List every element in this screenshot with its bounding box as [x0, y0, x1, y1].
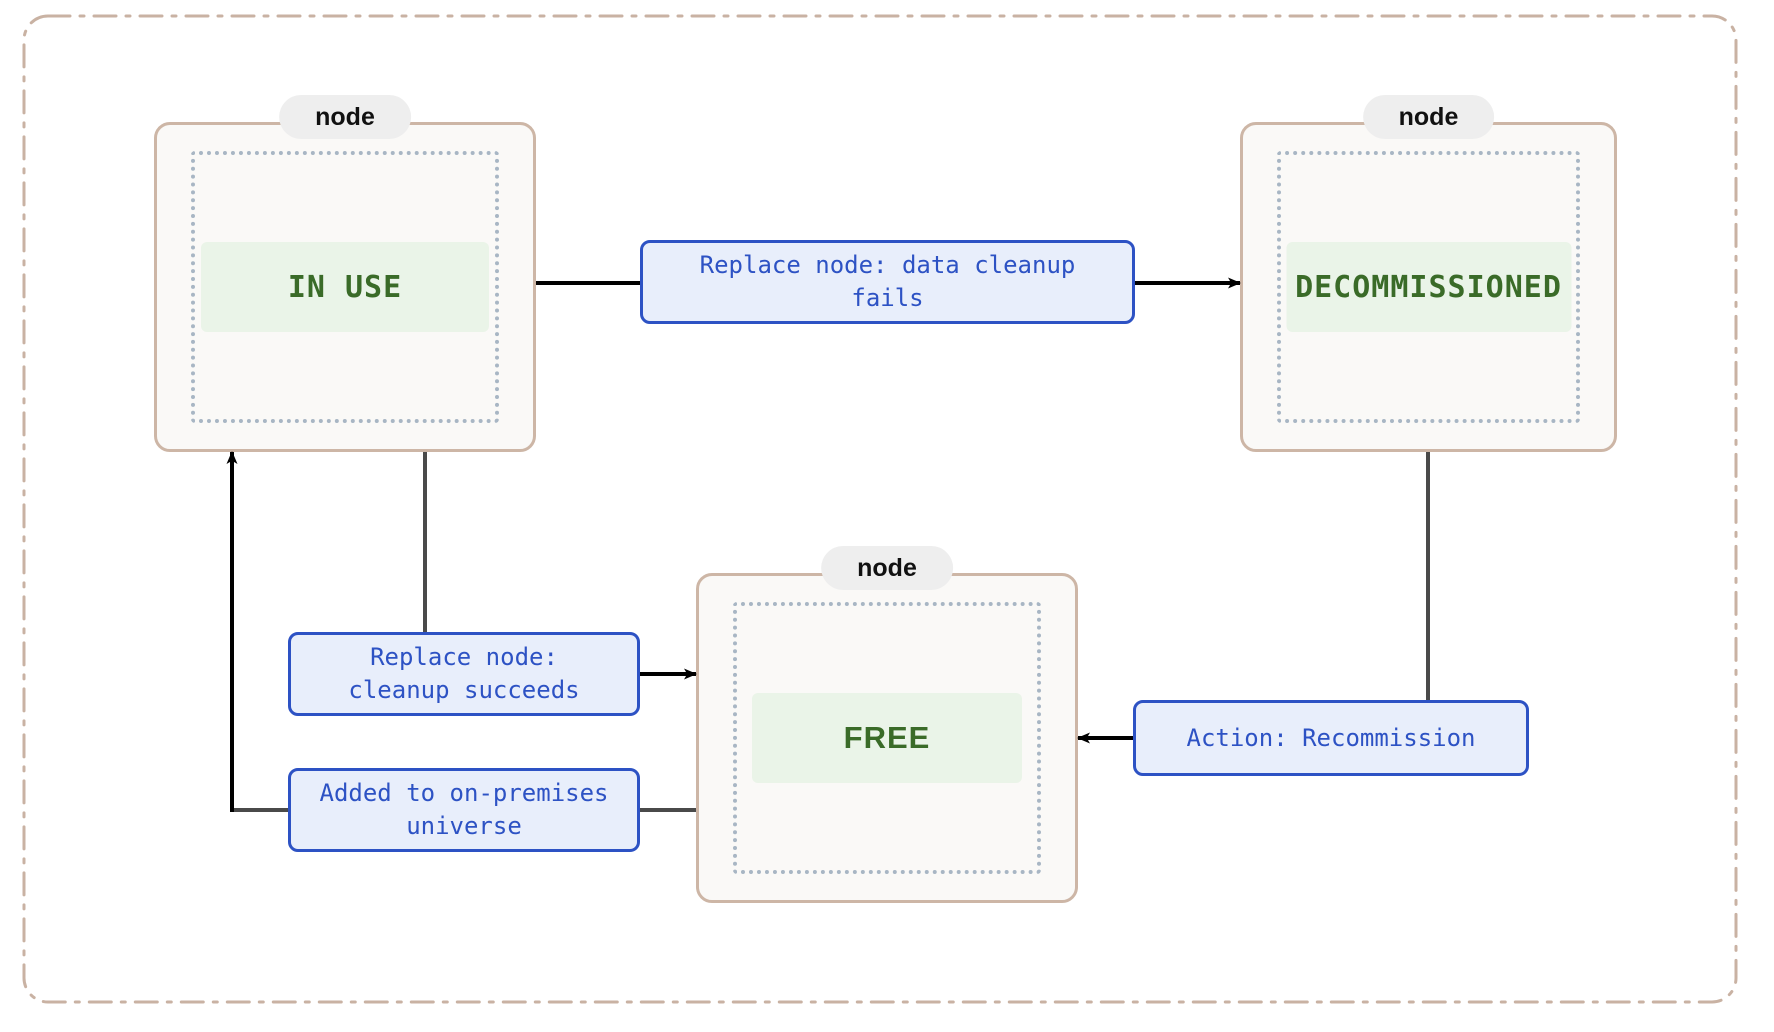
node-group-label: node — [1362, 95, 1495, 139]
node-group-free[interactable]: node FREE — [696, 546, 1078, 903]
state-label-free: FREE — [843, 720, 931, 755]
node-inner-boundary — [191, 151, 499, 423]
edge-label-replace-node-cleanup-succeeds[interactable]: Replace node: cleanup succeeds — [288, 632, 640, 716]
state-label-in-use: IN USE — [287, 269, 403, 305]
state-box-decommissioned[interactable]: DECOMMISSIONED — [1286, 242, 1571, 332]
node-group-decommissioned[interactable]: node DECOMMISSIONED — [1240, 95, 1617, 452]
state-box-in-use[interactable]: IN USE — [201, 242, 489, 332]
node-group-in-use[interactable]: node IN USE — [154, 95, 536, 452]
node-inner-boundary — [733, 602, 1041, 874]
edge-label-action-recommission[interactable]: Action: Recommission — [1133, 700, 1529, 776]
node-group-label: node — [279, 95, 411, 139]
node-group-label: node — [821, 546, 953, 590]
edge-label-added-to-on-premises-universe[interactable]: Added to on-premises universe — [288, 768, 640, 852]
state-label-decommissioned: DECOMMISSIONED — [1295, 269, 1562, 305]
node-inner-boundary — [1277, 151, 1580, 423]
edge-label-replace-node-data-cleanup-fails[interactable]: Replace node: data cleanup fails — [640, 240, 1135, 324]
state-box-free[interactable]: FREE — [752, 693, 1022, 783]
